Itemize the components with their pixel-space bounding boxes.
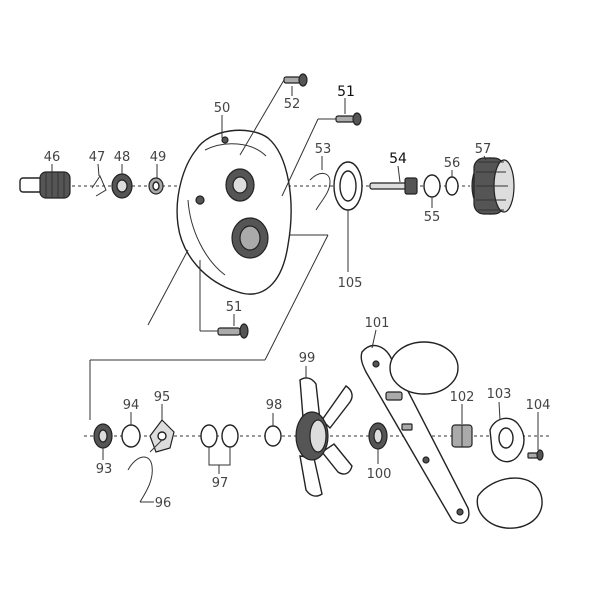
connector-line-3 (264, 234, 329, 361)
leader-52 (239, 79, 285, 156)
part-99-gear (295, 377, 353, 497)
part-49-bushing (148, 177, 164, 195)
part-102-nut (451, 424, 473, 448)
label-97: 97 (212, 476, 229, 491)
part-54-shaft (369, 177, 418, 195)
label-55: 55 (424, 210, 441, 225)
label-50: 50 (214, 101, 231, 116)
part-48-bearing (111, 173, 133, 199)
leader-97 (208, 447, 231, 466)
label-105: 105 (338, 276, 363, 291)
label-56: 56 (444, 156, 461, 171)
part-104-screw (527, 449, 544, 461)
label-99: 99 (299, 351, 316, 366)
part-95-ratchet (149, 419, 175, 453)
label-103: 103 (487, 387, 512, 402)
leader-54 (397, 165, 401, 183)
label-47: 47 (89, 150, 106, 165)
part-51-upper-screw (335, 112, 362, 126)
label-94: 94 (123, 398, 140, 413)
label-98: 98 (266, 398, 283, 413)
leader-47 (97, 163, 100, 177)
label-96: 96 (155, 496, 172, 511)
part-52-screw (283, 73, 308, 87)
part-100-bearing (368, 422, 388, 450)
label-51-lower: 51 (226, 300, 243, 315)
label-51-upper: 51 (337, 84, 355, 100)
label-49: 49 (150, 150, 167, 165)
label-54: 54 (389, 151, 407, 167)
part-57-star-drag (471, 157, 515, 215)
label-102: 102 (450, 390, 475, 405)
leader-101 (371, 329, 377, 349)
part-98-washer (264, 425, 282, 447)
label-100: 100 (367, 467, 392, 482)
part-47-clip (91, 174, 107, 197)
part-103-retainer (489, 417, 525, 463)
part-101-handle (360, 341, 543, 529)
label-46: 46 (44, 150, 61, 165)
label-95: 95 (154, 390, 171, 405)
connector-line-1 (147, 249, 189, 326)
label-104: 104 (526, 398, 551, 413)
label-48: 48 (114, 150, 131, 165)
part-96-clip (127, 456, 153, 503)
part-51-lower-screw (217, 323, 249, 339)
part-105-ring (333, 161, 363, 211)
label-52: 52 (284, 97, 301, 112)
leader-57 (483, 155, 487, 161)
label-93: 93 (96, 462, 113, 477)
part-50-side-plate (176, 129, 292, 295)
part-97-washers (200, 424, 239, 448)
part-94-washer (121, 424, 141, 448)
part-53-spring (309, 173, 331, 211)
leader-96-b (149, 439, 163, 453)
leader-51a-c (281, 118, 319, 197)
label-57: 57 (475, 142, 492, 157)
label-101: 101 (365, 316, 390, 331)
label-53: 53 (315, 142, 332, 157)
leader-103 (498, 401, 501, 421)
part-93-bearing (93, 423, 113, 449)
part-56-washer (445, 176, 459, 196)
part-46-pinion (19, 171, 71, 199)
part-55-washer (423, 174, 441, 198)
